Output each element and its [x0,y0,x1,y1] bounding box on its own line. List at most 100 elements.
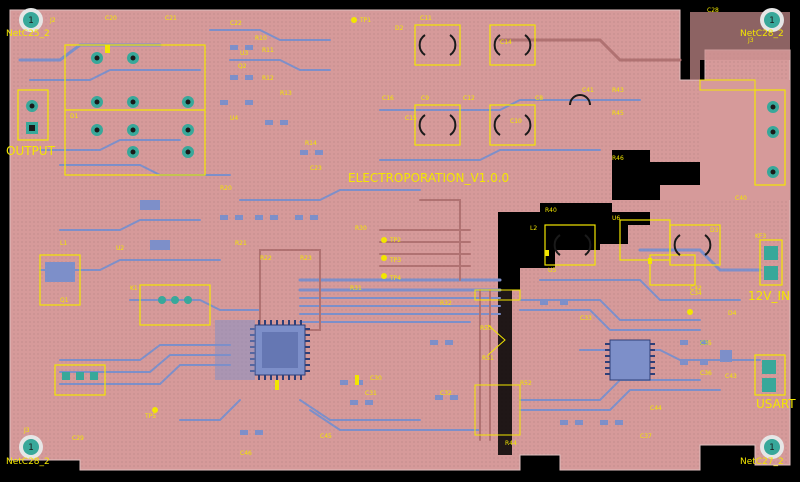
transistor-block[interactable] [39,254,81,306]
svg-text:Q2: Q2 [238,63,247,70]
svg-text:TP4: TP4 [389,275,401,282]
mounting-hole-bottom-right[interactable]: 1 [760,435,784,459]
svg-text:R51: R51 [482,355,494,362]
svg-text:TP2: TP2 [389,237,401,244]
svg-text:Q1: Q1 [60,297,69,304]
svg-text:R50: R50 [480,325,492,332]
test-points[interactable] [152,17,693,413]
mounting-hole-number: 1 [769,16,775,26]
svg-text:KF3: KF3 [755,233,766,240]
mounting-hole-number: 1 [28,16,34,26]
svg-text:J3: J3 [23,427,30,434]
svg-text:C42: C42 [690,285,702,292]
svg-text:C8: C8 [535,95,543,102]
svg-text:R14: R14 [305,140,317,147]
driver-ic[interactable] [609,339,651,381]
svg-text:R45: R45 [612,110,624,117]
hole-net-label-bl: NetC28_2 [6,457,50,467]
board-title: ELECTROPORATION_V1.0.0 [348,171,509,185]
svg-text:R21: R21 [235,240,247,247]
svg-text:D4: D4 [728,310,737,317]
svg-text:R43: R43 [612,87,624,94]
svg-text:C44: C44 [650,405,662,412]
svg-text:L2: L2 [530,225,537,232]
svg-text:C31: C31 [365,390,377,397]
svg-text:C34: C34 [690,290,702,297]
hole-net-label-tl: NetC25_2 [6,29,50,39]
svg-text:R10: R10 [255,35,267,42]
mounting-hole-top-left[interactable]: 1 [19,8,43,32]
svg-text:C29: C29 [72,435,84,442]
hole-net-label-tr: NetC28_2 [740,29,784,39]
copper-pour-power-right [660,80,790,200]
svg-text:U3: U3 [240,50,248,57]
svg-text:U5: U5 [548,267,556,274]
svg-text:TP1: TP1 [359,17,371,24]
highlighted-components [105,45,652,390]
svg-text:R13: R13 [280,90,292,97]
svg-text:C12: C12 [463,95,475,102]
relay-2-footprint[interactable] [139,284,211,326]
svg-text:C9: C9 [421,95,429,102]
cutout-bottom-left-strip [498,290,512,455]
silkscreen-labels: NetC25_2 NetC28_2 NetC28_2 NetC27_2 ELEC… [6,7,796,467]
cutout-right-slot [618,185,660,195]
svg-text:C37: C37 [640,433,652,440]
svg-text:C11: C11 [420,15,432,22]
cap-arcs [418,34,712,256]
svg-text:C22: C22 [230,20,242,27]
mounting-hole-top-right[interactable]: 1 [760,8,784,32]
svg-text:R44: R44 [505,440,517,447]
svg-text:C35: C35 [700,340,712,347]
usart-label: USART [756,397,796,411]
svg-text:C40: C40 [735,195,747,202]
power-in-connector[interactable] [759,239,783,286]
hole-net-label-br: NetC27_2 [740,457,784,467]
svg-text:R20: R20 [220,185,232,192]
sensor-connector[interactable] [54,364,106,396]
mcu-fanout-region [215,320,255,380]
svg-text:R23: R23 [300,255,312,262]
mcu-chip[interactable] [254,324,306,376]
svg-text:R12: R12 [262,75,274,82]
mounting-hole-bottom-left[interactable]: 1 [19,435,43,459]
relay-pins [91,52,194,158]
svg-text:U2: U2 [116,245,124,252]
svg-text:C10: C10 [510,118,522,125]
svg-text:C46: C46 [240,450,252,457]
svg-text:D3: D3 [710,227,719,234]
svg-text:C16: C16 [382,95,394,102]
svg-text:R22: R22 [260,255,272,262]
isolation-slots [474,289,521,436]
svg-text:R30: R30 [355,225,367,232]
usart-connector[interactable] [754,354,786,396]
svg-text:U6: U6 [612,215,620,222]
svg-text:C43: C43 [725,373,737,380]
svg-text:R46: R46 [612,155,624,162]
svg-text:R11: R11 [262,47,274,54]
svg-text:R52: R52 [520,380,532,387]
svg-text:D2: D2 [395,25,404,32]
relay-footprint[interactable] [64,44,206,176]
electrolytic-caps[interactable] [414,24,721,286]
svg-text:C32: C32 [440,390,452,397]
svg-text:U4: U4 [230,115,238,122]
svg-text:L1: L1 [60,240,67,247]
svg-text:C41: C41 [582,87,594,94]
output-label: OUTPUT [6,144,56,158]
power-trace-top [699,79,756,91]
svg-text:C21: C21 [165,15,177,22]
svg-text:J2: J2 [49,17,56,24]
svg-text:R40: R40 [545,207,557,214]
svg-text:C23: C23 [310,165,322,172]
driver-ic-pins [605,343,655,375]
svg-text:D1: D1 [70,113,79,120]
j3-power-connector[interactable] [754,89,786,186]
svg-text:C20: C20 [105,15,117,22]
svg-text:J3: J3 [747,37,754,44]
traces-top-layer [259,38,682,441]
output-connector[interactable] [17,89,49,141]
svg-text:C30: C30 [370,375,382,382]
